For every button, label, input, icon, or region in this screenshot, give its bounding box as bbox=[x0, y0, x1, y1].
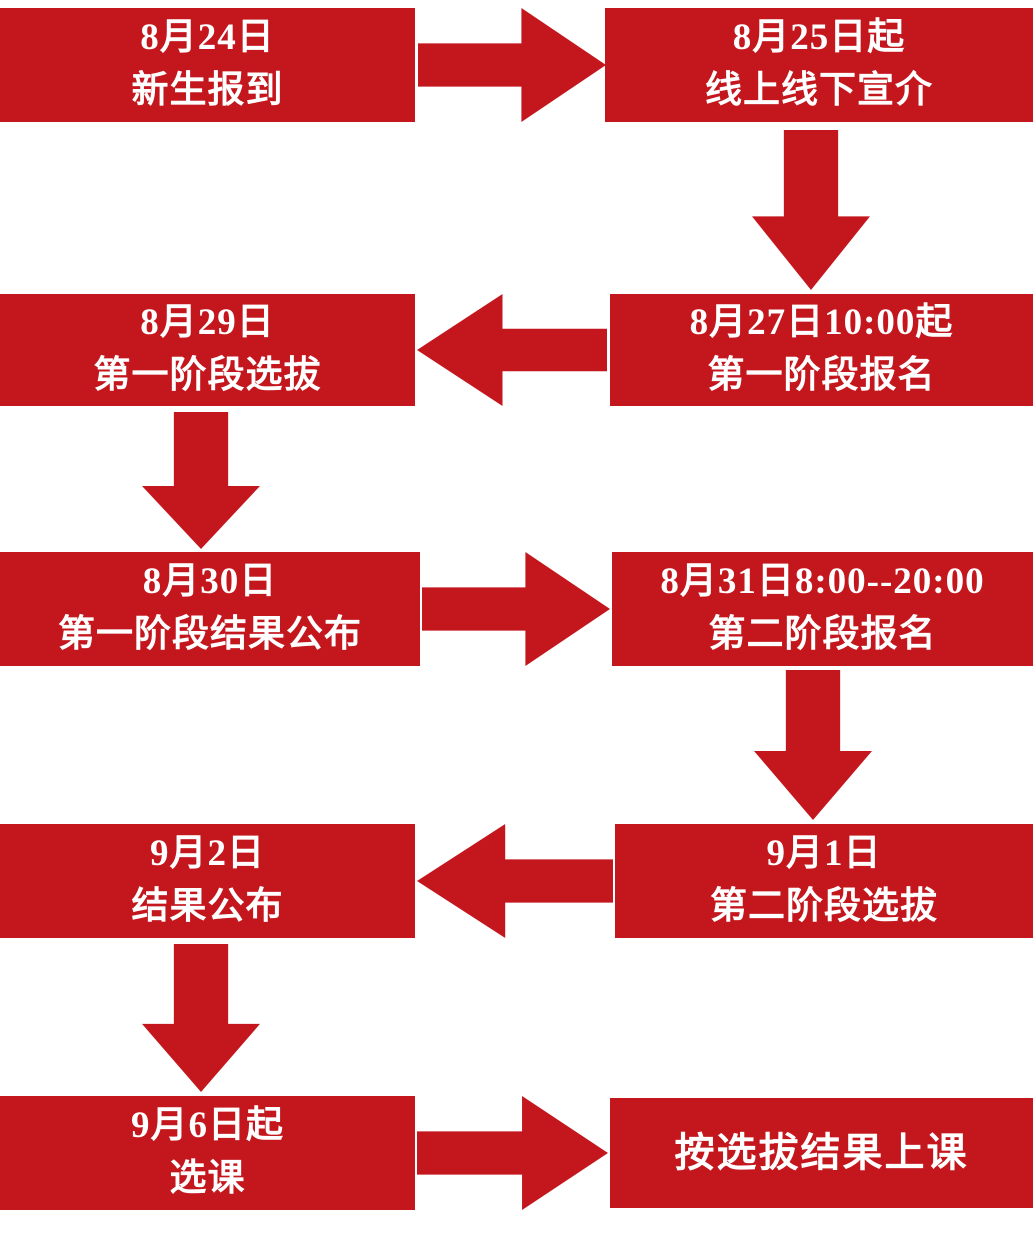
node-event-line: 新生报到 bbox=[131, 70, 284, 111]
node-event-line: 选课 bbox=[169, 1158, 246, 1199]
node-date-line: 8月30日 bbox=[142, 561, 278, 603]
flow-node-aug31-phase2-signup: 8月31日8:00--20:00 第二阶段报名 bbox=[612, 552, 1033, 666]
arrow-down-icon bbox=[752, 130, 870, 290]
arrow-right-icon bbox=[422, 552, 610, 666]
node-date-line: 8月29日 bbox=[140, 302, 275, 344]
flow-node-sep1-phase2-selection: 9月1日 第二阶段选拔 bbox=[615, 824, 1033, 938]
node-date-line: 8月27日10:00起 bbox=[689, 302, 954, 344]
flow-node-aug27-phase1-signup: 8月27日10:00起 第一阶段报名 bbox=[610, 294, 1033, 406]
node-event-line: 按选拔结果上课 bbox=[674, 1129, 969, 1175]
arrow-left-icon bbox=[417, 824, 613, 938]
node-date-line: 9月6日起 bbox=[131, 1105, 284, 1147]
flow-node-attend-class-by-results: 按选拔结果上课 bbox=[610, 1098, 1033, 1208]
arrow-right-icon bbox=[417, 1096, 608, 1210]
arrow-down-icon bbox=[754, 670, 872, 820]
node-event-line: 线上线下宣介 bbox=[705, 70, 933, 111]
node-event-line: 第一阶段结果公布 bbox=[58, 614, 362, 655]
node-event-line: 第一阶段报名 bbox=[707, 355, 936, 396]
node-event-line: 第二阶段报名 bbox=[708, 614, 937, 655]
node-date-line: 8月25日起 bbox=[732, 17, 906, 59]
node-event-line: 第一阶段选拔 bbox=[93, 355, 322, 396]
flow-node-aug29-phase1-selection: 8月29日 第一阶段选拔 bbox=[0, 294, 415, 406]
arrow-left-icon bbox=[417, 294, 607, 406]
flow-node-sep6-course-selection: 9月6日起 选课 bbox=[0, 1096, 415, 1210]
node-date-line: 8月31日8:00--20:00 bbox=[660, 561, 985, 603]
flow-node-aug30-phase1-results: 8月30日 第一阶段结果公布 bbox=[0, 552, 420, 666]
arrow-down-icon bbox=[142, 944, 260, 1092]
node-date-line: 8月24日 bbox=[140, 17, 275, 59]
arrow-down-icon bbox=[142, 412, 260, 549]
node-event-line: 结果公布 bbox=[131, 886, 284, 927]
arrow-right-icon bbox=[418, 8, 606, 122]
flow-node-aug24-new-student-registration: 8月24日 新生报到 bbox=[0, 8, 415, 122]
flow-node-sep2-results: 9月2日 结果公布 bbox=[0, 824, 415, 938]
flow-node-aug25-promotion: 8月25日起 线上线下宣介 bbox=[605, 8, 1033, 122]
node-date-line: 9月1日 bbox=[766, 833, 882, 875]
node-event-line: 第二阶段选拔 bbox=[710, 886, 938, 927]
node-date-line: 9月2日 bbox=[150, 833, 265, 875]
